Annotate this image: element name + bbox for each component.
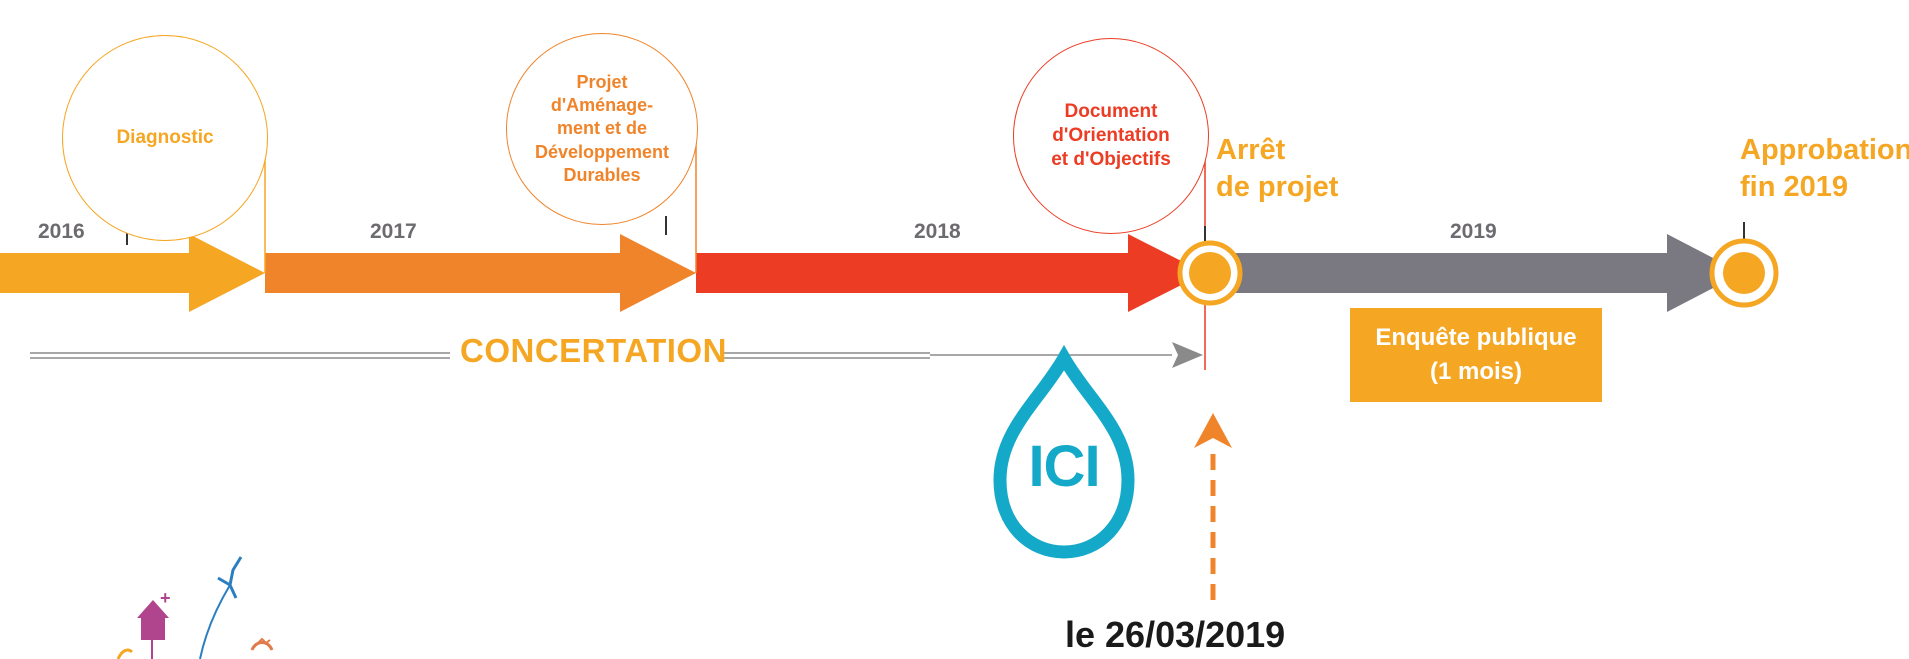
basket-icon [250,641,274,651]
circle-diagnostic: Diagnostic [62,35,268,241]
label-arret-line-1: Arrêt [1216,134,1286,166]
circle-padd-line-2: d'Aménage- [550,95,654,116]
leaf-icon [116,648,134,659]
label-approbation: Approbation fin 2019 [1740,132,1909,206]
date-label: le 26/03/2019 [1065,614,1286,655]
milestone-arret-dot [1189,252,1231,294]
circle-doo-line-3: et d'Objectifs [1051,149,1171,171]
label-approbation-line-1: Approbation [1740,134,1909,166]
year-2017: 2017 [370,220,417,243]
basket-detail-icon [257,637,271,645]
label-arret: Arrêt de projet [1216,132,1338,206]
year-2019: 2019 [1450,220,1497,243]
svg-text:+: + [160,588,171,608]
label-arret-line-2: de projet [1216,171,1339,204]
wind-turbine-icon [217,556,243,599]
circle-padd-line-3: ment et de [556,118,647,139]
ici-label: ICI [1028,434,1100,499]
house-icon [137,600,169,640]
decorative-logo: + [116,556,274,659]
enquete-publique-box: Enquête publique (1 mois) [1350,308,1602,402]
milestone-approbation-dot [1723,252,1765,294]
enquete-line-1: Enquête publique [1375,324,1577,352]
year-2016: 2016 [38,220,85,243]
circle-padd-line-4: Développement [534,141,670,162]
year-2018: 2018 [914,220,961,243]
ici-drop-icon [993,344,1135,559]
circle-doo-line-2: d'Orientation [1052,124,1170,146]
concertation-arrowhead [1172,342,1203,368]
date-arrowhead [1194,413,1232,448]
arrow-2018 [696,234,1205,312]
circle-padd: Projet d'Aménage- ment et de Développeme… [506,33,698,225]
circle-doo: Document d'Orientation et d'Objectifs [1013,38,1209,234]
circle-padd-line-5: Durables [563,164,641,185]
enquete-line-2: (1 mois) [1429,358,1522,385]
turbine-mast-icon [199,584,231,659]
label-approbation-line-2: fin 2019 [1740,171,1848,204]
arrow-2017 [265,234,696,312]
circle-doo-line-1: Document [1064,100,1158,122]
circle-diagnostic-label: Diagnostic [116,126,214,148]
arrow-2016 [0,234,265,312]
arrow-2019 [1212,234,1742,312]
concertation-label: CONCERTATION [460,332,727,369]
circle-padd-line-1: Projet [576,72,628,93]
